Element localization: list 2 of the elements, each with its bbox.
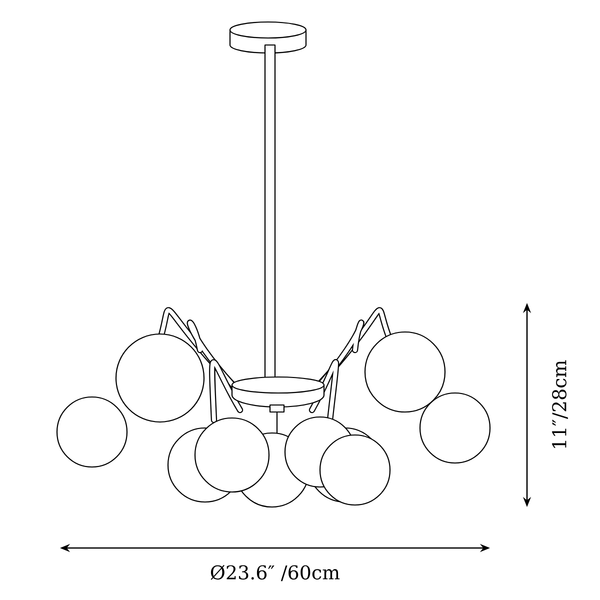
dimension-label: 11″/28cm <box>552 360 568 448</box>
dimension-label: Ø23.6″ /60cm <box>210 564 340 582</box>
